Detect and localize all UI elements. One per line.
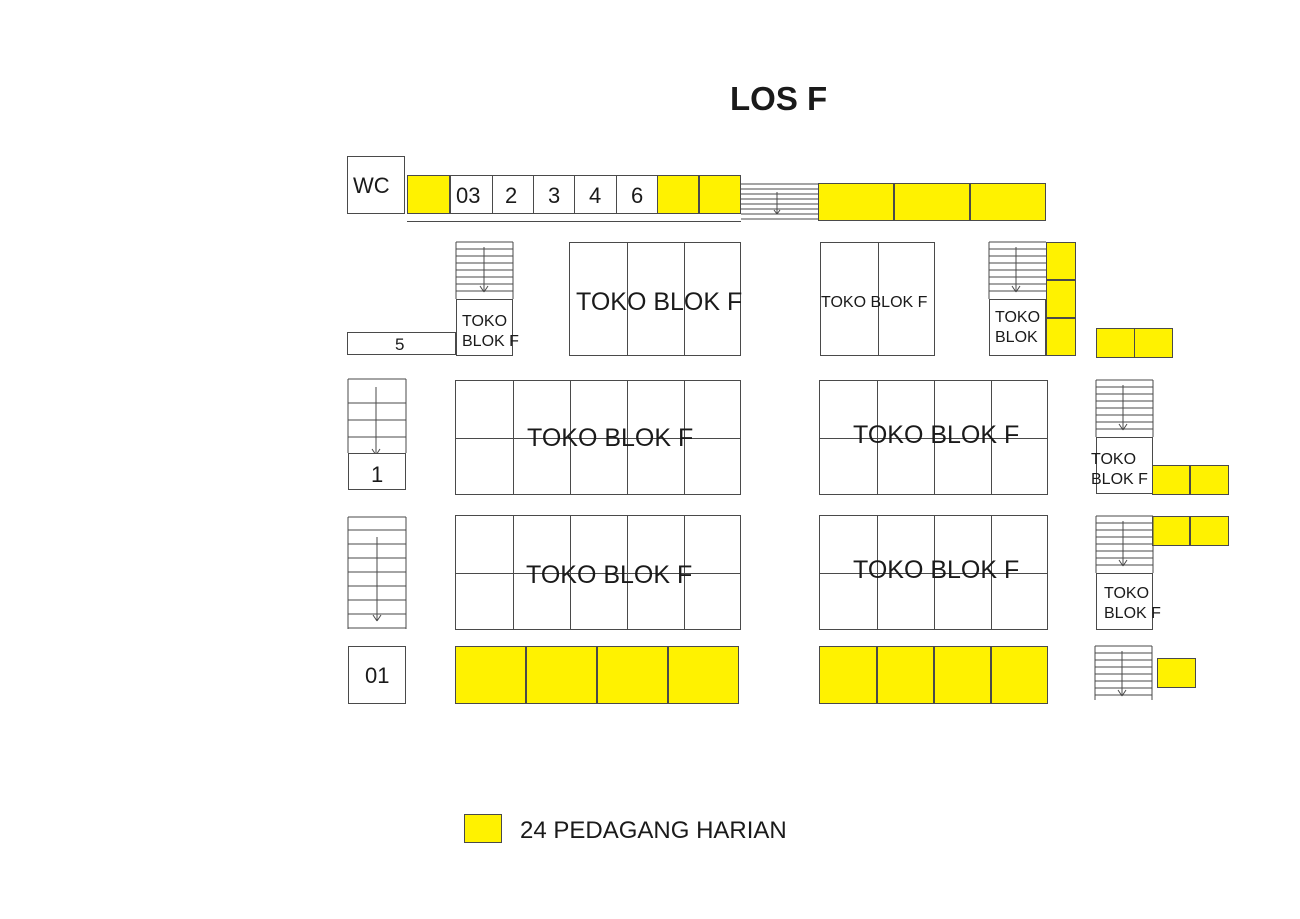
harian-stall[interactable] xyxy=(934,646,991,704)
kios-2[interactable]: 2 xyxy=(493,176,534,213)
stair-arrow-icon[interactable] xyxy=(1095,515,1154,573)
kios-strip: 03 2 3 4 6 xyxy=(450,175,658,214)
harian-stall[interactable] xyxy=(894,183,970,221)
stair-arrow-icon[interactable] xyxy=(988,241,1046,299)
toko-blok-stall[interactable]: TOKO BLOK xyxy=(989,299,1046,356)
kios-label: 1 xyxy=(371,462,384,487)
stair-arrow-icon[interactable] xyxy=(1095,379,1154,437)
harian-stall[interactable] xyxy=(991,646,1048,704)
kios-label: 6 xyxy=(631,183,644,208)
harian-stall[interactable] xyxy=(818,183,894,221)
block-label: TOKO BLOK F xyxy=(821,294,928,311)
kios-label: 3 xyxy=(548,183,561,208)
toko-blok-row3-right[interactable]: TOKO BLOK F xyxy=(819,515,1048,630)
kios-label: 03 xyxy=(456,183,481,208)
toko-blok-row1-mid[interactable]: TOKO BLOK F xyxy=(820,242,935,356)
harian-stall[interactable] xyxy=(1190,465,1229,495)
harian-stall[interactable] xyxy=(407,175,450,214)
stair-arrow-icon[interactable] xyxy=(1094,645,1153,700)
harian-stall[interactable] xyxy=(1152,516,1190,546)
toko-blok-row3-left[interactable]: TOKO BLOK F xyxy=(455,515,741,630)
harian-stall[interactable] xyxy=(699,175,741,214)
kios-3[interactable]: 3 xyxy=(534,176,575,213)
harian-stall[interactable] xyxy=(1096,328,1135,358)
kios-03[interactable]: 03 xyxy=(451,176,493,213)
block-label: TOKO BLOK xyxy=(995,309,1041,346)
harian-stall[interactable] xyxy=(1190,516,1229,546)
toko-blok-row2-right[interactable]: TOKO BLOK F xyxy=(819,380,1048,495)
harian-stall[interactable] xyxy=(455,646,526,704)
legend-swatch xyxy=(464,814,502,843)
block-label: TOKO BLOK F xyxy=(853,421,1020,449)
kios-4[interactable]: 4 xyxy=(575,176,617,213)
block-label: TOKO BLOK F xyxy=(576,288,743,316)
harian-stall[interactable] xyxy=(657,175,699,214)
harian-stall[interactable] xyxy=(1046,280,1076,318)
harian-stall[interactable] xyxy=(877,646,934,704)
kios-label: 2 xyxy=(505,183,518,208)
corridor-line xyxy=(407,214,741,222)
stair-arrow-icon[interactable] xyxy=(347,516,407,629)
block-label: TOKO BLOK F xyxy=(1104,585,1161,622)
kios-6[interactable]: 6 xyxy=(617,176,659,213)
block-label: TOKO BLOK F xyxy=(853,556,1020,584)
harian-stall[interactable] xyxy=(668,646,739,704)
harian-stall[interactable] xyxy=(819,646,877,704)
block-label: TOKO BLOK F xyxy=(526,561,693,589)
wc-room[interactable]: WC xyxy=(347,156,405,214)
toko-blok-row2-left[interactable]: TOKO BLOK F xyxy=(455,380,741,495)
toko-blok-stall[interactable]: TOKO BLOK F xyxy=(456,299,519,356)
block-label: TOKO BLOK F xyxy=(527,424,694,452)
harian-stall[interactable] xyxy=(1046,242,1076,280)
toko-blok-stall[interactable]: TOKO BLOK F xyxy=(1091,437,1153,494)
harian-stall[interactable] xyxy=(1152,465,1190,495)
kios-label: 5 xyxy=(395,335,405,354)
kios-5[interactable]: 5 xyxy=(347,332,456,355)
stair-arrow-icon[interactable] xyxy=(741,183,818,220)
kios-label: 01 xyxy=(365,663,390,688)
block-label: TOKO BLOK F xyxy=(462,313,519,350)
harian-stall[interactable] xyxy=(1134,328,1173,358)
harian-stall[interactable] xyxy=(526,646,597,704)
kios-01[interactable]: 01 xyxy=(348,646,406,704)
wc-label: WC xyxy=(353,173,390,198)
toko-blok-stall[interactable]: TOKO BLOK F xyxy=(1096,573,1161,630)
kios-label: 4 xyxy=(589,183,602,208)
legend-label: 24 PEDAGANG HARIAN xyxy=(520,817,787,844)
harian-stall[interactable] xyxy=(597,646,668,704)
stair-arrow-icon[interactable] xyxy=(455,241,514,299)
harian-stall[interactable] xyxy=(1157,658,1196,688)
stair-arrow-icon[interactable] xyxy=(347,378,407,456)
page-title: LOS F xyxy=(730,80,828,117)
harian-stall[interactable] xyxy=(1046,318,1076,356)
block-label: TOKO BLOK F xyxy=(1091,451,1148,488)
harian-stall[interactable] xyxy=(970,183,1046,221)
kios-1[interactable]: 1 xyxy=(348,453,406,490)
toko-blok-row1-left[interactable]: TOKO BLOK F xyxy=(569,242,743,356)
